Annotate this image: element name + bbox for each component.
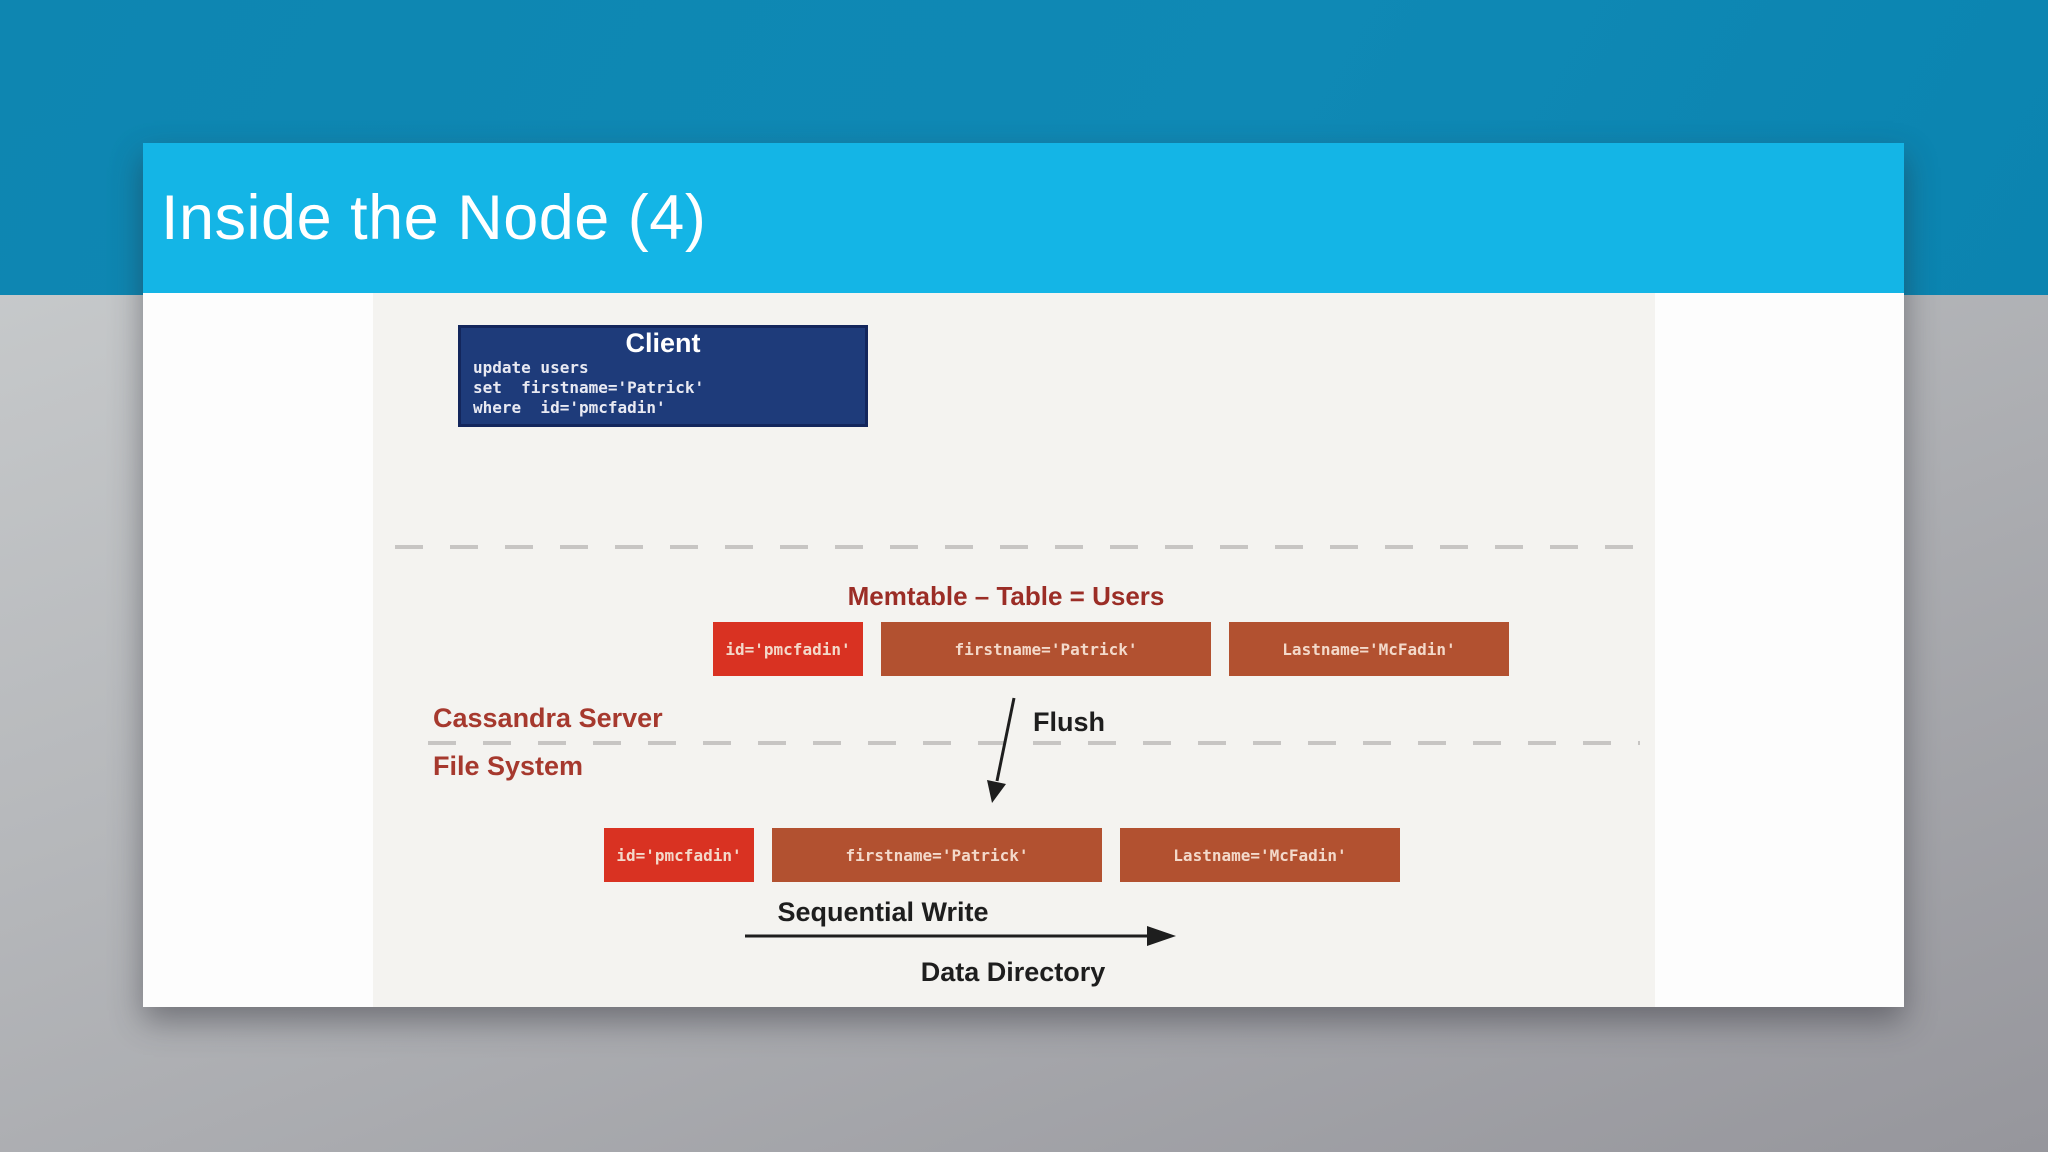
sstable-cell: firstname='Patrick': [772, 828, 1102, 882]
client-box: Client update users set firstname='Patri…: [458, 325, 868, 427]
cql-code-line: set firstname='Patrick': [473, 378, 705, 397]
sequential-write-label: Sequential Write: [777, 897, 989, 927]
memtable-cell: Lastname='McFadin': [1229, 622, 1509, 676]
slide-title: Inside the Node (4): [161, 183, 707, 253]
cql-code-line: where id='pmcfadin': [473, 398, 666, 417]
slide-title-bar: Inside the Node (4): [143, 143, 1904, 293]
flush-arrow: [987, 697, 1016, 803]
cql-code-line: update users: [473, 358, 589, 377]
sequential-write-arrow: [745, 926, 1176, 946]
dashed-separator-filesystem: [428, 741, 1640, 745]
cassandra-server-label: Cassandra Server: [433, 703, 663, 733]
write-path-diagram: Client update users set firstname='Patri…: [373, 293, 1655, 1007]
memtable-cell: id='pmcfadin': [713, 622, 863, 676]
flush-label: Flush: [1033, 707, 1105, 737]
slide-body: Client update users set firstname='Patri…: [143, 293, 1904, 1007]
memtable-label: Memtable – Table = Users: [847, 581, 1165, 611]
client-box-title: Client: [625, 328, 701, 358]
sstable-cell: Lastname='McFadin': [1120, 828, 1400, 882]
sstable-cell: id='pmcfadin': [604, 828, 754, 882]
data-directory-label: Data Directory: [920, 957, 1106, 987]
file-system-label: File System: [433, 751, 584, 781]
memtable-cell: firstname='Patrick': [881, 622, 1211, 676]
dashed-separator-client: [395, 545, 1640, 549]
presentation-slide: Inside the Node (4) Client update users …: [143, 143, 1904, 1007]
